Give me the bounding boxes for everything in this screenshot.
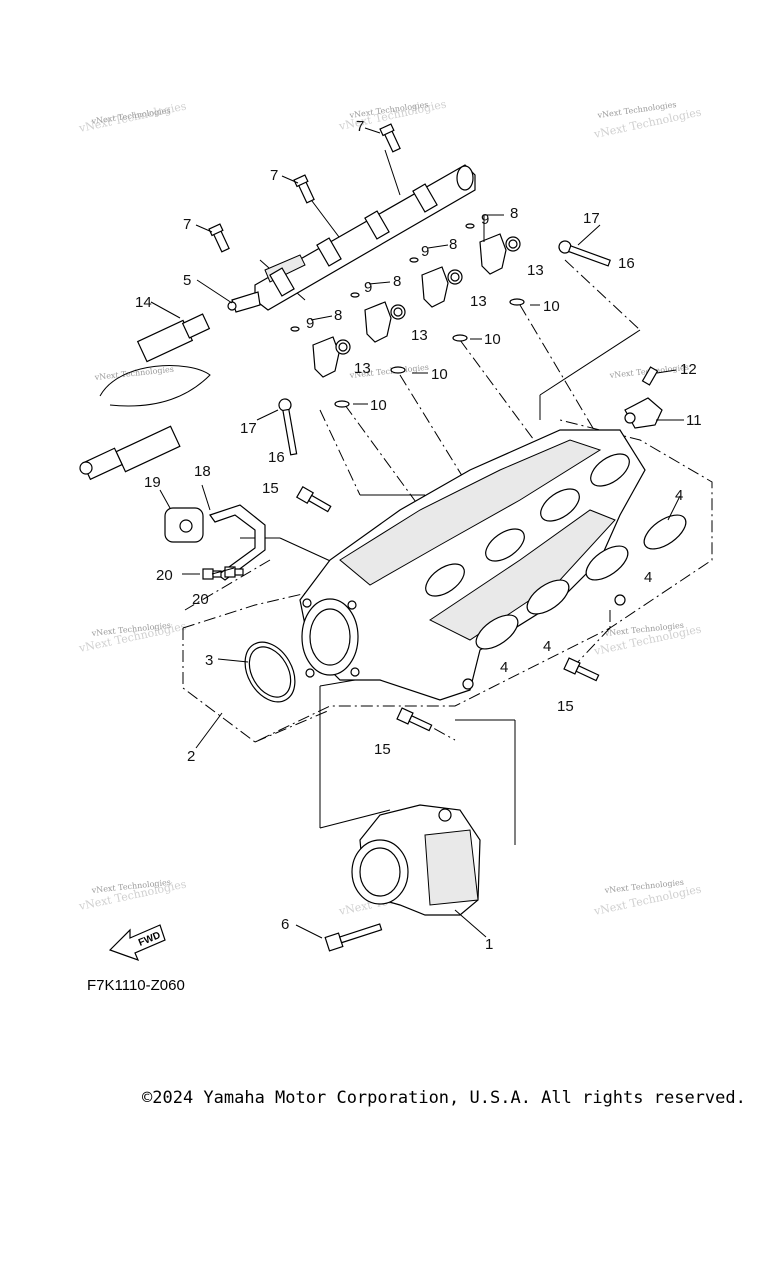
figure-code: F7K1110-Z060 bbox=[87, 977, 185, 994]
callout-15: 15 bbox=[374, 741, 391, 758]
fwd-arrow-icon: FWD bbox=[108, 924, 166, 962]
sensor-11 bbox=[624, 366, 663, 429]
callout-16: 16 bbox=[618, 255, 635, 272]
callout-7: 7 bbox=[183, 216, 191, 233]
callout-11: 11 bbox=[686, 412, 702, 429]
callout-12: 12 bbox=[680, 361, 697, 378]
gaskets-4 bbox=[475, 514, 687, 650]
callout-5: 5 bbox=[183, 272, 191, 289]
screws-20 bbox=[202, 566, 244, 580]
bolt-6 bbox=[324, 923, 383, 952]
throttle-body bbox=[351, 804, 481, 916]
callouts: 1 2 3 4 4 4 4 5 6 7 7 7 8 8 8 8 9 9 9 9 … bbox=[135, 118, 702, 953]
callout-leaders bbox=[150, 127, 684, 939]
assembly-outline bbox=[182, 419, 713, 743]
callout-7: 7 bbox=[356, 118, 364, 135]
callout-9: 9 bbox=[364, 279, 372, 296]
callout-18: 18 bbox=[194, 463, 211, 480]
callout-4: 4 bbox=[543, 638, 551, 655]
intake-manifold bbox=[299, 429, 646, 701]
callout-13: 13 bbox=[527, 262, 544, 279]
callout-8: 8 bbox=[334, 307, 342, 324]
wire-harness bbox=[79, 313, 211, 481]
bolts-16-17 bbox=[278, 240, 611, 456]
copyright-notice: ©2024 Yamaha Motor Corporation, U.S.A. A… bbox=[142, 1088, 746, 1108]
callout-10: 10 bbox=[543, 298, 560, 315]
callout-3: 3 bbox=[205, 652, 213, 669]
callout-8: 8 bbox=[393, 273, 401, 290]
callout-13: 13 bbox=[411, 327, 428, 344]
gasket-3 bbox=[244, 641, 296, 703]
callout-4: 4 bbox=[675, 487, 683, 504]
callout-9: 9 bbox=[306, 315, 314, 332]
callout-17: 17 bbox=[240, 420, 257, 437]
callout-10: 10 bbox=[431, 366, 448, 383]
callout-19: 19 bbox=[144, 474, 161, 491]
callout-13: 13 bbox=[354, 360, 371, 377]
callout-14: 14 bbox=[135, 294, 152, 311]
callout-2: 2 bbox=[187, 748, 195, 765]
callout-20: 20 bbox=[192, 591, 209, 608]
callout-20: 20 bbox=[156, 567, 173, 584]
callout-6: 6 bbox=[281, 916, 289, 933]
callout-8: 8 bbox=[449, 236, 457, 253]
bolts-7 bbox=[208, 123, 401, 253]
callout-17: 17 bbox=[583, 210, 600, 227]
holder-19 bbox=[164, 507, 204, 543]
callout-13: 13 bbox=[470, 293, 487, 310]
callout-8: 8 bbox=[510, 205, 518, 222]
callout-9: 9 bbox=[421, 243, 429, 260]
callout-15: 15 bbox=[557, 698, 574, 715]
bolts-15 bbox=[295, 485, 600, 732]
callout-10: 10 bbox=[484, 331, 501, 348]
callout-15: 15 bbox=[262, 480, 279, 497]
callout-7: 7 bbox=[270, 167, 278, 184]
injectors bbox=[290, 223, 525, 408]
callout-16: 16 bbox=[268, 449, 285, 466]
fuel-rail bbox=[227, 164, 476, 313]
callout-4: 4 bbox=[644, 569, 652, 586]
callout-9: 9 bbox=[481, 211, 489, 228]
callout-10: 10 bbox=[370, 397, 387, 414]
callout-1: 1 bbox=[485, 936, 493, 953]
watermark: vNext Technologies bbox=[93, 365, 174, 382]
callout-4: 4 bbox=[500, 659, 508, 676]
